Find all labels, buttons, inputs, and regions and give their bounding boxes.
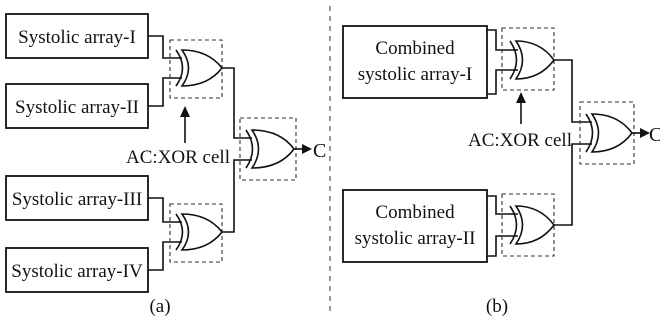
xor-gate-bottom [501,193,555,257]
block-label: Systolic array-I [18,27,136,48]
output-label: C [649,124,660,146]
wire [554,59,592,123]
block-systolic-array-1: Systolic array-I [5,13,149,59]
block-label-line2: systolic array-II [355,228,476,249]
wire [148,77,182,107]
wire [487,195,518,215]
block-label: Systolic array-III [12,189,142,210]
cell-label: AC:XOR cell [126,147,230,168]
xor-gate-top [169,39,224,99]
cell-pointer-arrow [180,106,190,117]
xor-gate-final [579,101,635,165]
wire [148,35,182,59]
block-label: Systolic array-IV [11,261,143,282]
wire [487,235,518,257]
block-label-line1: Combined [375,202,455,223]
cell-label: AC:XOR cell [468,130,572,151]
block-label-line1: Combined [375,38,455,59]
wire [148,197,182,223]
block-systolic-array-2: Systolic array-II [5,83,149,129]
wire [487,69,518,95]
panel-b: Combined systolic array-I Combined systo… [342,25,660,317]
block-combined-systolic-array-1: Combined systolic array-I [342,25,488,99]
wire [148,241,182,271]
panel-a: Systolic array-I Systolic array-II Systo… [5,13,326,317]
xor-gate-top [501,27,555,91]
block-systolic-array-4: Systolic array-IV [5,247,149,293]
cell-pointer-arrow [516,92,526,103]
output-label: C [313,140,326,162]
output-arrow [640,128,650,138]
block-label-line2: systolic array-I [358,64,472,85]
xor-gate-final [239,117,297,181]
output-arrow [302,144,312,154]
wire [222,67,252,139]
block-combined-systolic-array-2: Combined systolic array-II [342,189,488,263]
wire [487,29,518,51]
caption-a: (a) [149,296,170,317]
block-systolic-array-3: Systolic array-III [5,175,149,221]
caption-b: (b) [486,296,508,317]
xor-gate-bottom [169,203,224,263]
wire [222,159,252,233]
wire [554,143,592,226]
block-label: Systolic array-II [15,97,139,118]
